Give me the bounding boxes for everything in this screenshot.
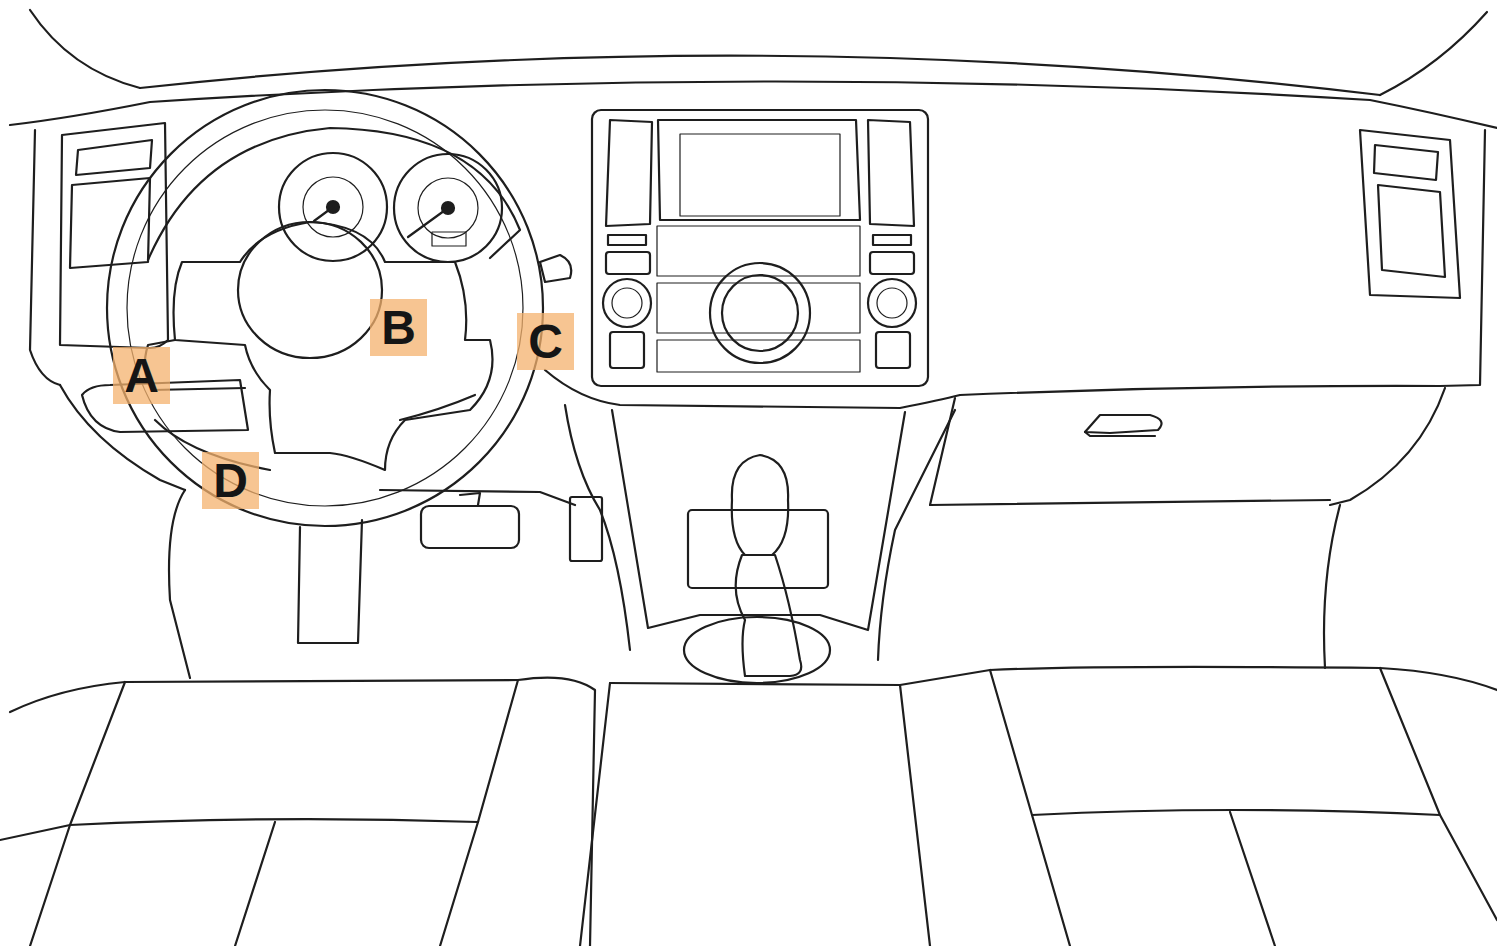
line-art — [70, 178, 150, 268]
line-art — [736, 555, 802, 676]
line-art — [408, 208, 448, 237]
line-art — [710, 263, 810, 363]
line-art — [314, 207, 333, 221]
line-art — [421, 506, 519, 548]
line-art — [873, 235, 911, 245]
line-art — [400, 395, 475, 420]
line-art — [657, 226, 860, 276]
center-stack — [592, 110, 928, 386]
line-art — [680, 134, 840, 216]
line-art — [303, 177, 363, 237]
callout-box: C — [517, 313, 574, 370]
line-art — [1085, 415, 1162, 433]
pedals — [169, 490, 602, 678]
line-art — [0, 682, 125, 840]
callout-letter: D — [213, 457, 248, 505]
line-art — [868, 120, 914, 226]
line-art — [298, 520, 362, 643]
line-art — [440, 822, 478, 946]
line-art — [722, 275, 798, 351]
line-art — [684, 617, 830, 683]
line-art — [174, 222, 493, 470]
line-art — [1032, 810, 1440, 815]
line-art — [658, 120, 860, 220]
line-art — [610, 683, 930, 946]
line-art — [1360, 130, 1460, 298]
line-art — [76, 140, 152, 175]
line-art — [870, 252, 914, 274]
line-art — [10, 678, 595, 946]
line-art — [1324, 505, 1340, 668]
line-art — [478, 680, 518, 822]
line-art — [580, 683, 610, 946]
line-art — [1374, 145, 1438, 180]
line-art — [148, 128, 520, 260]
callout-box: D — [202, 452, 259, 509]
callout-letter: A — [124, 352, 159, 400]
line-art — [878, 410, 955, 660]
line-art — [930, 500, 1330, 505]
line-art — [107, 90, 543, 526]
callout-letter: B — [381, 304, 416, 352]
line-art — [608, 235, 646, 245]
dashboard — [30, 130, 1485, 505]
line-art — [60, 123, 168, 348]
line-art — [610, 332, 644, 368]
line-art — [990, 670, 1070, 946]
line-art — [565, 405, 630, 650]
line-art — [30, 825, 70, 946]
line-art — [612, 288, 642, 318]
line-art — [30, 130, 60, 385]
line-art — [432, 232, 466, 246]
line-art — [612, 410, 905, 630]
instrument-cluster — [148, 128, 520, 262]
line-art — [169, 490, 190, 678]
line-art — [540, 255, 571, 282]
callout-box: B — [370, 299, 427, 356]
line-art — [1378, 185, 1445, 277]
line-art — [394, 154, 502, 262]
line-art — [1230, 812, 1275, 946]
line-art — [570, 497, 602, 561]
line-art — [1085, 432, 1155, 436]
line-art — [877, 288, 907, 318]
glovebox-handle — [1085, 415, 1162, 436]
line-art — [592, 110, 928, 386]
callout-letter: C — [528, 318, 563, 366]
right-air-vent — [1360, 130, 1460, 298]
line-art — [1330, 388, 1445, 505]
callout-box: A — [113, 347, 170, 404]
line-art — [460, 493, 480, 505]
line-art — [606, 252, 650, 274]
line-art — [127, 110, 523, 506]
steering-wheel — [107, 90, 543, 643]
stalk — [540, 255, 571, 282]
center-console — [565, 405, 955, 683]
line-art — [688, 510, 828, 588]
line-art — [876, 332, 910, 368]
line-art — [380, 490, 575, 505]
line-art — [657, 340, 860, 372]
line-art — [238, 222, 382, 358]
line-art — [732, 455, 788, 555]
line-art — [545, 130, 1485, 408]
line-art — [235, 822, 275, 946]
line-art — [30, 10, 140, 88]
seats — [0, 505, 1497, 946]
line-art — [603, 279, 651, 327]
line-art — [279, 153, 387, 261]
line-art — [1380, 668, 1497, 920]
left-air-vents — [60, 123, 248, 432]
line-art — [657, 283, 860, 333]
line-art — [868, 279, 916, 327]
line-art — [1380, 12, 1487, 95]
line-art — [606, 120, 652, 226]
